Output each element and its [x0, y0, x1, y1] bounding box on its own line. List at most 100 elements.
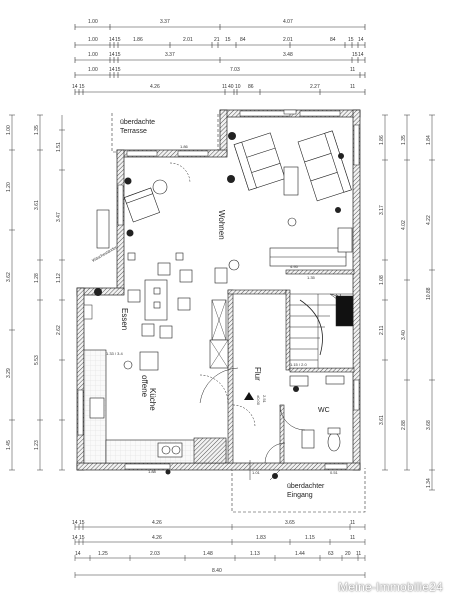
dim-label: 11	[350, 84, 355, 90]
dim-label: 1.51	[56, 142, 62, 152]
dim-label: 1.35	[34, 125, 40, 135]
dim-label: 1.86	[133, 37, 143, 43]
dim-label: 1.23	[34, 440, 40, 450]
dim-label: 14	[72, 535, 78, 541]
dim-label: 14	[75, 551, 81, 557]
dim-label: 15	[115, 52, 121, 58]
heaters	[83, 109, 297, 320]
watermark: Meine-Immobilie24	[338, 580, 443, 594]
living-furniture	[96, 130, 353, 271]
room-label-eingang-line1: überdachter	[287, 483, 325, 490]
annotation-stair-mid: 4.95	[290, 264, 299, 269]
annotation-stair-top: 1.35	[307, 275, 316, 280]
dim-label: 11	[350, 520, 355, 526]
dim-label: 4.26	[152, 520, 162, 526]
dim-label: 1.28	[34, 273, 40, 283]
dim-label: 14	[109, 37, 115, 43]
dim-label: 2.11	[379, 325, 385, 335]
dim-label: 4.26	[152, 535, 162, 541]
dimension-labels-left: 1.00 1.20 3.62 3.29 1.45 1.35 3.61 1.28 …	[6, 125, 62, 450]
dim-label: 3.68	[426, 420, 432, 430]
dim-label: 14	[72, 84, 78, 90]
dim-label: 3.17	[379, 205, 385, 215]
dimension-chains-left	[9, 114, 65, 471]
dim-label: 15	[115, 67, 121, 73]
dim-label: 1.00	[88, 19, 98, 25]
dim-label: 10.88	[426, 287, 432, 300]
dim-label: 15	[225, 37, 231, 43]
dimension-labels-top: 1.00 3.37 4.07 1.00 14 15 1.86 2.01 21 1…	[72, 19, 364, 90]
dim-label: 3.37	[165, 52, 175, 58]
dim-label: 2.88	[401, 420, 407, 430]
annotation-corridor-level: ±0.00	[256, 395, 261, 406]
dim-label: 1.44	[295, 551, 305, 557]
room-labels: überdachte Terrasse Wohnen Essen offene …	[120, 119, 330, 499]
doors	[169, 162, 306, 481]
dim-label: 15	[115, 37, 121, 43]
dim-label: 2.27	[310, 84, 320, 90]
room-label-essen: Essen	[120, 308, 129, 330]
dim-label: 1.48	[203, 551, 213, 557]
wc-fixtures	[289, 375, 345, 452]
dim-label: 1.84	[426, 135, 432, 145]
dim-label: 15	[79, 84, 85, 90]
dim-label: 14	[72, 520, 78, 526]
annotation-kitchen: 1.33 / 3.4	[106, 351, 123, 356]
dim-label: 2.03	[150, 551, 160, 557]
annotation-stair-marks: 1.15 / 2.0	[290, 362, 307, 367]
dim-label: 1.00	[88, 67, 98, 73]
dim-label: 63	[328, 551, 334, 557]
dining-set	[127, 252, 193, 339]
dim-label: 14	[109, 67, 115, 73]
annotation-entrance-door: 1.01	[252, 470, 261, 475]
dimension-chains-top	[74, 24, 366, 95]
dim-label: 15	[348, 37, 354, 43]
dim-label: 15	[352, 52, 358, 58]
dim-label: 1.00	[88, 37, 98, 43]
dim-label: 1.83	[256, 535, 266, 541]
dim-label: 4.22	[426, 215, 432, 225]
dim-label: 3.37	[160, 19, 170, 25]
dim-label: 11	[350, 535, 355, 541]
dim-label: 2.01	[283, 37, 293, 43]
dim-label: 4.02	[401, 220, 407, 230]
dimension-chains-bottom	[74, 524, 366, 578]
dim-label: 1.35	[401, 135, 407, 145]
dimension-chains-right	[382, 114, 435, 491]
dim-label: 15	[79, 520, 85, 526]
dim-label: 84	[240, 37, 246, 43]
dim-label: 5.53	[34, 355, 40, 365]
dim-label: 11	[356, 551, 361, 557]
room-label-eingang-line2: Eingang	[287, 492, 313, 499]
dim-label: 86	[248, 84, 254, 90]
dim-label: 3.65	[285, 520, 295, 526]
dim-label: 11	[222, 84, 227, 90]
dim-label: 1.34	[426, 478, 432, 488]
coffee-table	[283, 166, 299, 196]
dim-label: 1.15	[305, 535, 315, 541]
dim-label: 3.47	[56, 212, 62, 222]
annotation-wall-bottom: 1.88	[148, 469, 157, 474]
dim-label: 3.29	[6, 368, 12, 378]
dim-label: 1.45	[6, 440, 12, 450]
room-label-wohnen: Wohnen	[217, 210, 226, 240]
dim-label: 14	[358, 37, 364, 43]
dim-label: 1.00	[6, 125, 12, 135]
dim-label: 1.25	[98, 551, 108, 557]
dim-label: 21	[214, 37, 220, 43]
dim-label: 20	[345, 551, 351, 557]
dim-label: 3.61	[34, 200, 40, 210]
dim-label: 3.61	[379, 415, 385, 425]
dim-label: 10	[235, 84, 241, 90]
room-label-kueche-line2: Küche	[148, 388, 157, 411]
dim-label: 8.40	[212, 568, 222, 574]
dim-label: 40	[228, 84, 234, 90]
dim-label: 1.20	[6, 182, 12, 192]
dim-label: 1.13	[250, 551, 260, 557]
annotation-wc-window: 0.51	[330, 470, 339, 475]
annotation-wall-top: 1.86	[180, 144, 189, 149]
dim-label: 14	[109, 52, 115, 58]
sofa-icon	[233, 132, 286, 191]
dim-label: 3.48	[283, 52, 293, 58]
